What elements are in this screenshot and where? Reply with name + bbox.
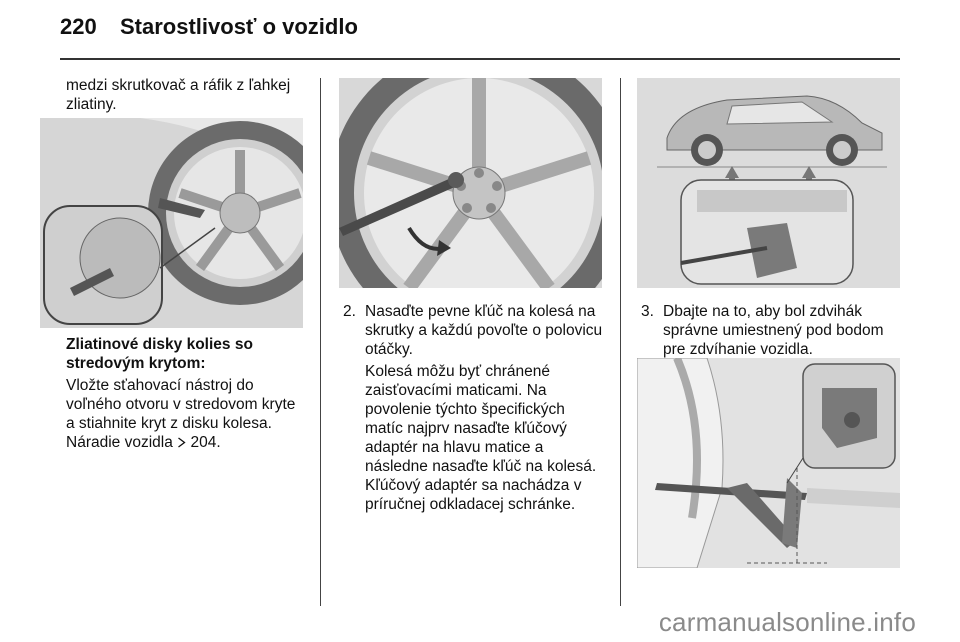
cross-reference[interactable]: Náradie vozidla 204. (66, 434, 221, 451)
figure-jacking-points (637, 78, 900, 288)
alloy-wheel-illustration (40, 118, 303, 328)
locking-nuts-note: Kolesá môžu byť chránené zaisťovacími ma… (365, 363, 597, 513)
body-text-col1: Vložte sťahovací nástroj do voľného otvo… (66, 377, 296, 451)
section-heading-alloy-wheels: Zliatinové disky kolies so stredovým kry… (66, 336, 253, 372)
intro-text: medzi skrutkovač a ráfik z ľahkej zliati… (66, 77, 291, 113)
figure-wheel-wrench (339, 78, 602, 288)
page-reference-arrow-icon (178, 437, 186, 448)
header-divider (60, 58, 900, 60)
watermark: carmanualsonline.info (658, 607, 916, 637)
column-divider-2 (620, 78, 621, 606)
step-2: 2. Nasaďte pevne kľúč na kolesá na skrut… (343, 303, 603, 358)
step-3: 3. Dbajte na to, aby bol zdvihák správne… (641, 303, 884, 358)
page-header: 220 Starostlivosť o vozidlo (60, 14, 900, 54)
figure-jack-positioning (637, 358, 900, 568)
jack-under-sill-illustration (637, 358, 900, 568)
column-divider-1 (320, 78, 321, 606)
page-number: 220 (60, 14, 97, 39)
car-jacking-point-illustration (637, 78, 900, 288)
page-title: Starostlivosť o vozidlo (120, 14, 358, 39)
wheel-wrench-illustration (339, 78, 602, 288)
figure-alloy-wheel-cover-removal (40, 118, 303, 328)
